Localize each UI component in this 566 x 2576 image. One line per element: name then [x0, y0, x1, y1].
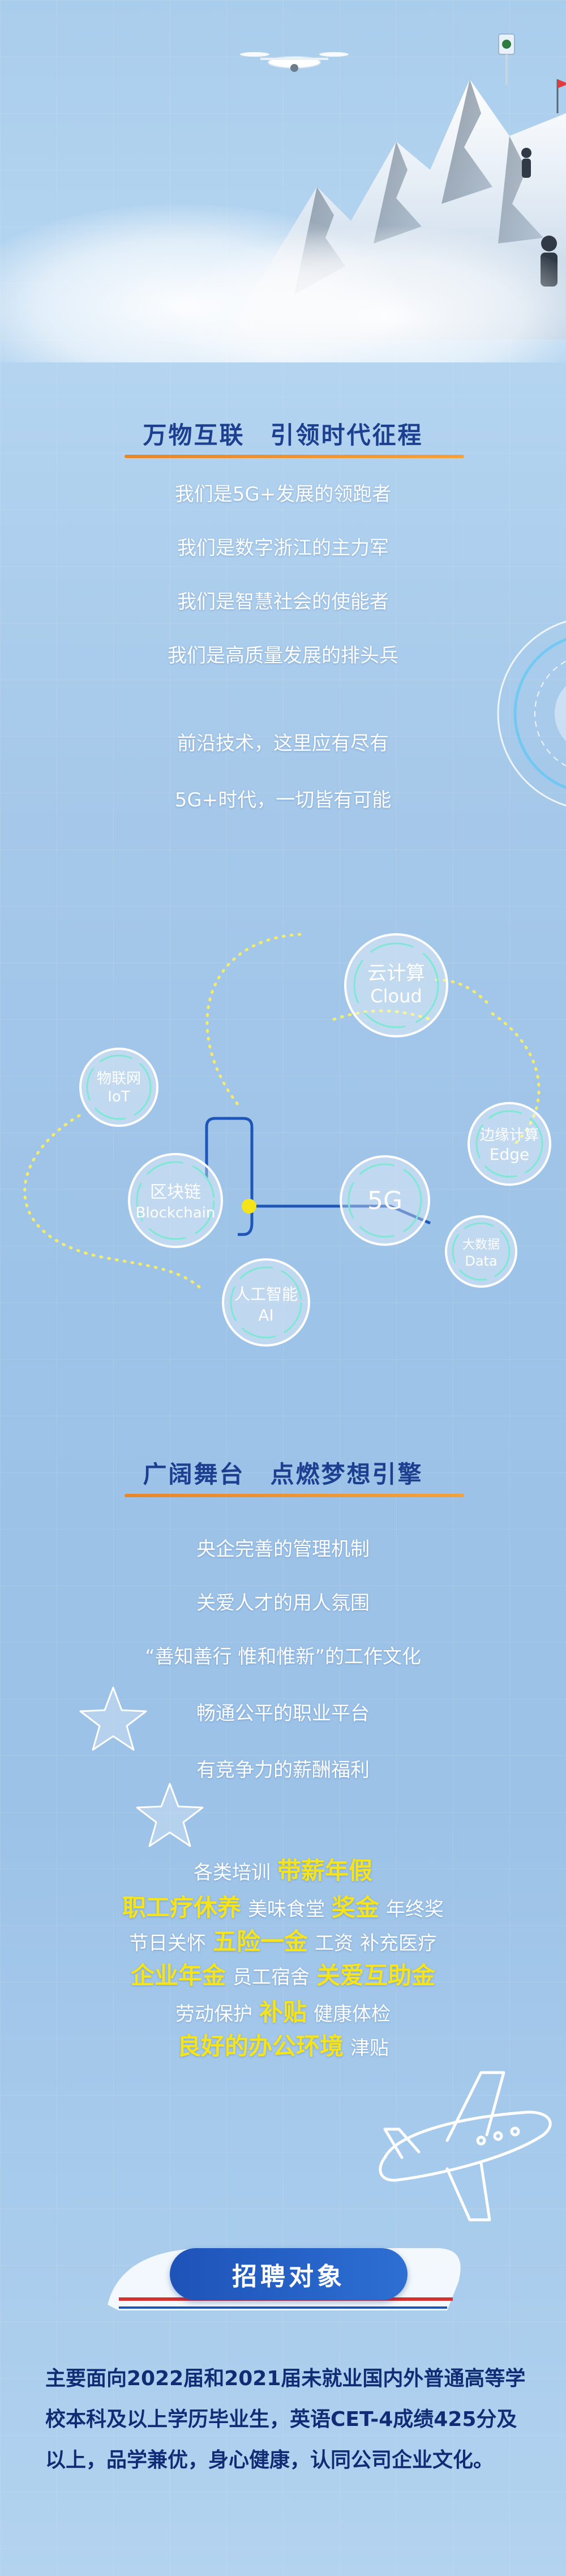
node-ai: 人工智能 AI — [222, 1258, 310, 1347]
star-icon — [79, 1686, 147, 1751]
statement-line: 我们是智慧社会的使能者 — [177, 591, 389, 613]
benefit-row: 各类培训带薪年假 — [0, 1852, 566, 1886]
benefit-row: 职工疗休养美味食堂奖金年终奖 — [0, 1889, 566, 1923]
node-label-cn: 云计算 — [367, 962, 425, 985]
star-decorations — [79, 1686, 204, 1847]
benefit-item: 年终奖 — [386, 1898, 444, 1921]
advantage-line: 畅通公平的职业平台 — [196, 1702, 370, 1725]
benefit-item: 节日关怀 — [128, 1932, 206, 1955]
statement-line: 我们是数字浙江的主力军 — [177, 537, 389, 559]
star-icon — [136, 1783, 204, 1847]
benefit-highlight: 补贴 — [259, 1998, 307, 2026]
recruit-banner: 招聘对象 — [170, 2248, 408, 2300]
node-label-cn: 5G — [367, 1186, 402, 1215]
section-title-connectivity: 万物互联 引领时代征程 — [143, 421, 423, 449]
closing-line: 前沿技术，这里应有尽有 — [177, 732, 389, 755]
node-label-en: AI — [258, 1306, 273, 1325]
technology-network-diagram: 云计算 Cloud 物联网 IoT 区块链 Blockchain 5G 边缘计算… — [23, 933, 551, 1347]
benefit-highlight: 关爱互助金 — [316, 1962, 436, 1989]
advantage-line: 央企完善的管理机制 — [196, 1538, 370, 1561]
benefit-highlight: 企业年金 — [130, 1962, 226, 1989]
benefit-highlight: 奖金 — [332, 1894, 380, 1921]
benefit-row: 企业年金员工宿舍关爱互助金 — [0, 1956, 566, 1991]
node-label-en: Blockchain — [136, 1204, 216, 1221]
benefit-highlight: 良好的办公环境 — [177, 2032, 344, 2060]
benefit-item: 劳动保护 — [175, 2003, 252, 2026]
node-label-en: IoT — [108, 1088, 130, 1105]
airplane-icon — [379, 2071, 552, 2222]
node-label-cn: 区块链 — [150, 1182, 201, 1202]
benefit-highlight: 带薪年假 — [277, 1857, 372, 1885]
section-title-stage: 广阔舞台 点燃梦想引擎 — [143, 1460, 423, 1488]
benefit-highlight: 职工疗休养 — [122, 1894, 241, 1921]
drone-icon — [240, 52, 349, 72]
closing-line: 5G+时代，一切皆有可能 — [174, 789, 392, 811]
section-title-underline — [125, 1494, 464, 1497]
node-iot: 物联网 IoT — [79, 1048, 158, 1127]
node-cloud: 云计算 Cloud — [344, 933, 448, 1037]
benefit-item: 工资 — [315, 1932, 353, 1955]
statement-line: 我们是5G+发展的领跑者 — [174, 483, 392, 506]
section-title-underline — [125, 455, 464, 458]
node-label-cn: 物联网 — [97, 1070, 141, 1087]
advantage-line: 有竞争力的薪酬福利 — [196, 1759, 370, 1782]
advantage-line: 关爱人才的用人氛围 — [196, 1592, 370, 1614]
benefit-item: 美味食堂 — [248, 1898, 325, 1921]
junction-dot — [242, 1199, 256, 1214]
benefit-item: 员工宿舍 — [233, 1966, 310, 1989]
node-5g: 5G — [340, 1155, 430, 1246]
recruit-requirements: 主要面向2022届和2021届未就业国内外普通高等学校本科及以上学历毕业生，英语… — [45, 2367, 526, 2472]
benefit-item: 健康体检 — [314, 2003, 391, 2026]
node-label-en: Edge — [490, 1145, 529, 1164]
benefit-item: 补充医疗 — [360, 1932, 437, 1955]
hero-banner — [0, 0, 566, 362]
node-label-cn: 人工智能 — [234, 1285, 298, 1304]
node-label-en: Cloud — [370, 985, 422, 1007]
node-label-cn: 边缘计算 — [480, 1127, 539, 1144]
benefit-row: 劳动保护补贴健康体检 — [0, 1993, 566, 2028]
node-edge: 边缘计算 Edge — [468, 1102, 551, 1186]
statement-line: 我们是高质量发展的排头兵 — [168, 644, 398, 667]
advantage-line: “善知善行 惟和惟新”的工作文化 — [144, 1646, 422, 1668]
node-data: 大数据 Data — [445, 1215, 517, 1288]
benefit-item: 各类培训 — [193, 1861, 271, 1884]
node-blockchain: 区块链 Blockchain — [128, 1153, 223, 1248]
digital-globe-decoration — [497, 621, 566, 806]
node-label-en: Data — [465, 1253, 497, 1269]
benefit-row: 节日关怀五险一金工资补充医疗 — [0, 1923, 566, 1957]
benefit-row: 良好的办公环境津贴 — [0, 2027, 566, 2062]
benefit-highlight: 五险一金 — [212, 1928, 308, 1955]
dotted-connection-lines — [23, 933, 541, 1293]
benefit-item: 津贴 — [350, 2037, 389, 2060]
node-label-cn: 大数据 — [462, 1238, 500, 1252]
summit-flag-icon — [498, 33, 566, 113]
